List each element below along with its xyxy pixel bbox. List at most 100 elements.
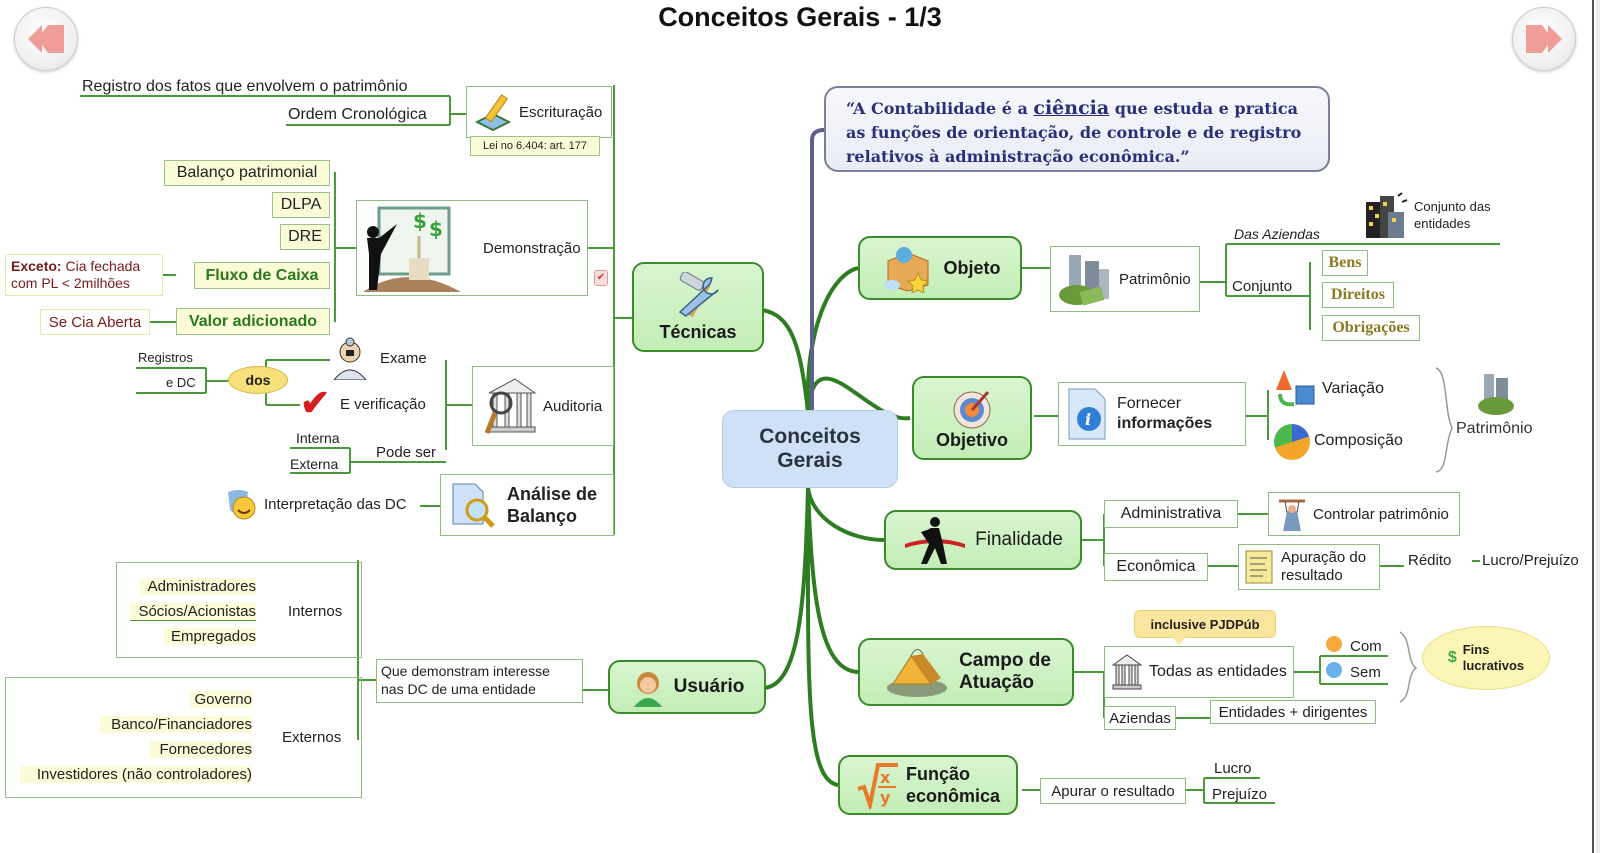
node-objeto[interactable]: Objeto bbox=[858, 236, 1022, 300]
quote-emphasis: ciência bbox=[1033, 97, 1110, 119]
node-apuracao-line2: resultado bbox=[1281, 567, 1343, 584]
auditoria-verificacao[interactable]: E verificação bbox=[340, 396, 426, 413]
conjunto-label[interactable]: Conjunto bbox=[1232, 278, 1293, 295]
conjunto-entidades-line1: Conjunto das bbox=[1414, 199, 1491, 214]
dollar-icon: $ bbox=[1447, 649, 1457, 666]
dos-node[interactable]: dos bbox=[228, 366, 288, 394]
funcao-apurar[interactable]: Apurar o resultado bbox=[1040, 778, 1186, 804]
funcao-item-lucro[interactable]: Lucro bbox=[1214, 760, 1252, 777]
finalidade-economica[interactable]: Econômica bbox=[1104, 553, 1208, 581]
node-escrituracao[interactable]: Escrituração bbox=[466, 86, 612, 138]
fluxo-note-bold: Exceto: bbox=[11, 258, 62, 274]
node-campo-line2: Atuação bbox=[959, 672, 1035, 693]
campo-aziendas[interactable]: Aziendas bbox=[1104, 706, 1176, 730]
window-edge bbox=[1596, 0, 1600, 853]
das-aziendas-label[interactable]: Das Aziendas bbox=[1234, 226, 1320, 242]
node-fornecer-label: Fornecer informações bbox=[1117, 394, 1212, 434]
node-analise-balanco[interactable]: Análise de Balanço bbox=[440, 474, 614, 536]
internos-item-empregados: Empregados bbox=[164, 628, 256, 645]
node-demonstracao[interactable]: $ $ Demonstração bbox=[356, 200, 588, 296]
node-funcao-line1: Função bbox=[905, 764, 970, 784]
node-campo-atuacao[interactable]: Campo de Atuação bbox=[858, 638, 1074, 706]
node-patrimonio-label: Patrimônio bbox=[1119, 270, 1191, 288]
node-objeto-label: Objeto bbox=[943, 257, 1001, 278]
buildings-icon bbox=[1362, 192, 1408, 240]
internos-item-socios: Sócios/Acionistas bbox=[130, 603, 256, 621]
square-root-icon: xy bbox=[857, 763, 898, 809]
demonstracao-item-valor[interactable]: Valor adicionado bbox=[176, 308, 330, 335]
fins-line1: Fins bbox=[1462, 642, 1490, 657]
attachment-icon[interactable]: ✔ bbox=[594, 270, 608, 286]
funcao-item-prejuizo[interactable]: Prejuízo bbox=[1212, 786, 1268, 803]
page-title: Conceitos Gerais - 1/3 bbox=[658, 2, 942, 32]
node-fornecer-line2: informações bbox=[1117, 415, 1213, 432]
pode-child-externa: Externa bbox=[290, 456, 339, 472]
node-tecnicas[interactable]: Técnicas bbox=[632, 262, 764, 352]
campo-sem[interactable]: Sem bbox=[1350, 664, 1381, 681]
city-money-icon bbox=[1059, 255, 1109, 306]
callout-inclusive: inclusive PJDPúb bbox=[1134, 610, 1276, 638]
quote-part2: que estuda e pratica as funções de orien… bbox=[846, 99, 1302, 166]
quote-part1: “A Contabilidade é a bbox=[846, 99, 1034, 118]
auditoria-pode-ser[interactable]: Pode ser bbox=[376, 444, 437, 461]
auditoria-exame[interactable]: Exame bbox=[380, 350, 427, 367]
next-page-button[interactable] bbox=[1512, 7, 1576, 71]
node-patrimonio[interactable]: Patrimônio bbox=[1050, 246, 1200, 312]
objetivo-item-composicao[interactable]: Composição bbox=[1314, 432, 1403, 449]
prev-page-button[interactable] bbox=[14, 7, 78, 71]
node-objetivo-label: Objetivo bbox=[935, 429, 1008, 450]
valor-note: Se Cia Aberta bbox=[40, 309, 150, 335]
node-fornecer-informacoes[interactable]: i Fornecer informações bbox=[1058, 382, 1246, 446]
presentation-icon: $ $ bbox=[363, 206, 461, 292]
node-auditoria[interactable]: Auditoria bbox=[472, 366, 614, 446]
objeto-item-obrigacoes[interactable]: Obrigações bbox=[1322, 315, 1420, 341]
escrituracao-child-registro: Registro dos fatos que envolvem o patrim… bbox=[82, 78, 408, 95]
internos-group bbox=[116, 562, 362, 658]
pode-child-interna: Interna bbox=[296, 430, 340, 446]
externos-label[interactable]: Externos bbox=[282, 729, 342, 746]
inspector-icon bbox=[330, 336, 370, 381]
fins-lucrativos-node[interactable]: $ Fins lucrativos bbox=[1422, 626, 1550, 690]
node-objetivo[interactable]: Objetivo bbox=[912, 376, 1032, 460]
campo-entidades-dirigentes[interactable]: Entidades + dirigentes bbox=[1210, 700, 1376, 724]
internos-label[interactable]: Internos bbox=[288, 603, 343, 620]
escrituracao-child-ordem: Ordem Cronológica bbox=[288, 106, 427, 123]
usuario-desc-line1: Que demonstram interesse bbox=[381, 663, 550, 679]
node-apuracao-resultado[interactable]: Apuração do resultado bbox=[1238, 544, 1380, 590]
demonstracao-item-fluxo[interactable]: Fluxo de Caixa bbox=[194, 262, 330, 289]
central-node-line2: Gerais bbox=[777, 449, 843, 472]
redito-connector bbox=[1472, 560, 1480, 562]
fluxo-note: Exceto: Cia fechada com PL < 2milhões bbox=[5, 254, 163, 296]
node-todas-entidades[interactable]: Todas as entidades bbox=[1104, 646, 1294, 698]
externos-item-fornecedores: Fornecedores bbox=[150, 741, 252, 758]
central-node[interactable]: Conceitos Gerais bbox=[722, 410, 898, 488]
node-usuario[interactable]: Usuário bbox=[608, 660, 766, 714]
node-demonstracao-label: Demonstração bbox=[483, 239, 581, 257]
objetivo-item-variacao[interactable]: Variação bbox=[1322, 380, 1384, 397]
demonstracao-item-balanco[interactable]: Balanço patrimonial bbox=[164, 160, 330, 186]
svg-text:$: $ bbox=[413, 209, 427, 233]
fins-lucrativos-label: Fins lucrativos bbox=[1463, 642, 1524, 674]
finalidade-administrativa[interactable]: Administrativa bbox=[1104, 500, 1238, 528]
node-campo-label: Campo de Atuação bbox=[959, 650, 1051, 694]
campo-com[interactable]: Com bbox=[1350, 638, 1382, 655]
demonstracao-item-dlpa[interactable]: DLPA bbox=[272, 192, 330, 218]
externos-item-governo: Governo bbox=[190, 691, 252, 708]
externos-group bbox=[5, 677, 362, 798]
svg-text:i: i bbox=[1085, 410, 1091, 429]
finish-line-icon bbox=[905, 517, 966, 564]
objeto-item-direitos[interactable]: Direitos bbox=[1322, 282, 1394, 308]
node-finalidade[interactable]: Finalidade bbox=[884, 510, 1082, 570]
smile-icon bbox=[1326, 636, 1342, 652]
arrow-left-icon bbox=[28, 25, 64, 53]
usuario-description[interactable]: Que demonstram interesse nas DC de uma e… bbox=[376, 659, 583, 703]
node-apuracao-line1: Apuração do bbox=[1281, 549, 1367, 566]
finalidade-redito[interactable]: Rédito bbox=[1408, 552, 1452, 569]
objeto-item-bens[interactable]: Bens bbox=[1322, 250, 1368, 276]
demonstracao-item-dre[interactable]: DRE bbox=[280, 224, 330, 250]
node-controlar-patrimonio[interactable]: Controlar patrimônio bbox=[1268, 492, 1460, 536]
finalidade-lucro-prejuizo[interactable]: Lucro/Prejuízo bbox=[1482, 552, 1579, 569]
sad-icon bbox=[1326, 662, 1342, 678]
user-icon bbox=[633, 672, 662, 707]
